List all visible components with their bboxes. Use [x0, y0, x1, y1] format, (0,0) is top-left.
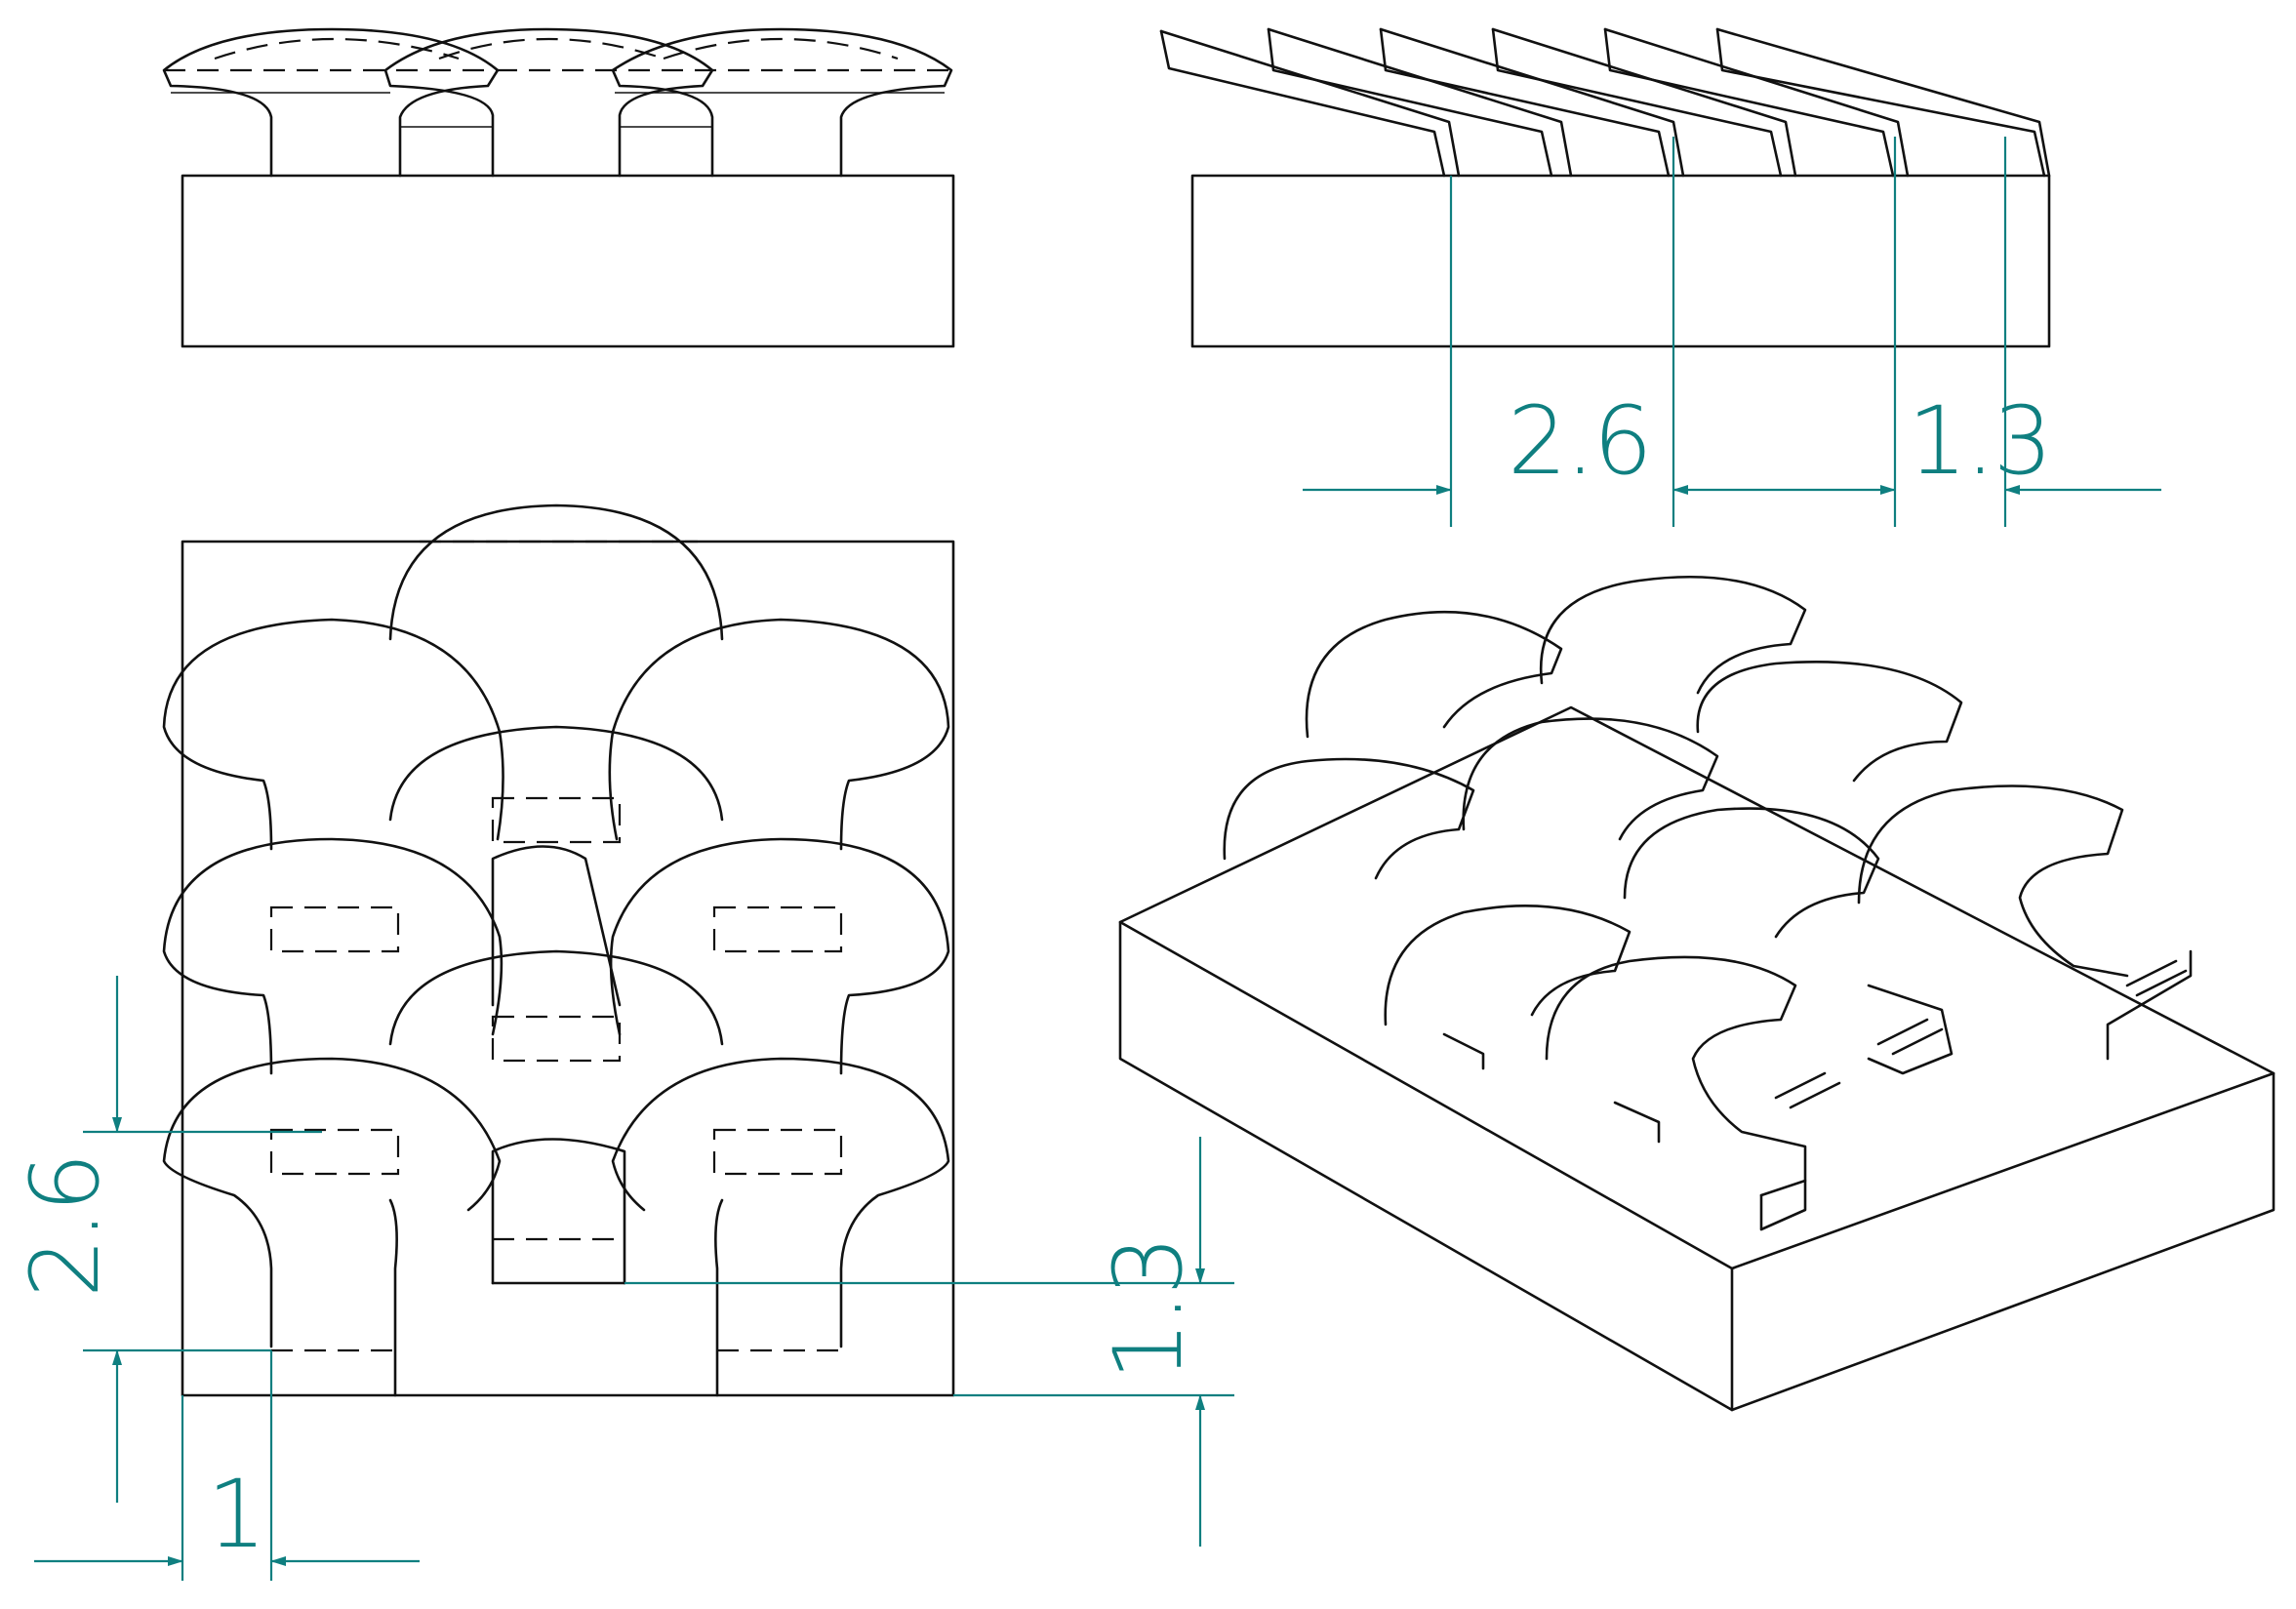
isometric-base — [1118, 705, 2276, 1412]
dimension-plan-width: 1 — [207, 1460, 264, 1569]
plan-view: 2.6 1 1.3 — [11, 503, 1234, 1581]
plan-view-dimensions: 2.6 1 1.3 — [11, 976, 1234, 1581]
side-view-base — [1190, 174, 2051, 348]
isometric-scales — [1223, 576, 2193, 1231]
front-view-caps — [162, 27, 953, 178]
dimension-side-width: 1.3 — [1908, 386, 2051, 496]
side-view-fins — [1159, 27, 2051, 178]
dimension-plan-vertical: 2.6 — [11, 1154, 120, 1298]
dimension-side-pitch: 2.6 — [1508, 386, 1651, 496]
front-view — [162, 27, 955, 348]
isometric-view — [1118, 576, 2276, 1412]
plan-view-boundary — [181, 540, 955, 1397]
side-view: 2.6 1.3 — [1159, 27, 2161, 527]
front-view-base — [181, 174, 955, 348]
plan-view-scales — [162, 503, 950, 1397]
side-view-dimensions: 2.6 1.3 — [1303, 137, 2161, 527]
dimension-plan-stem: 1.3 — [1094, 1237, 1203, 1381]
